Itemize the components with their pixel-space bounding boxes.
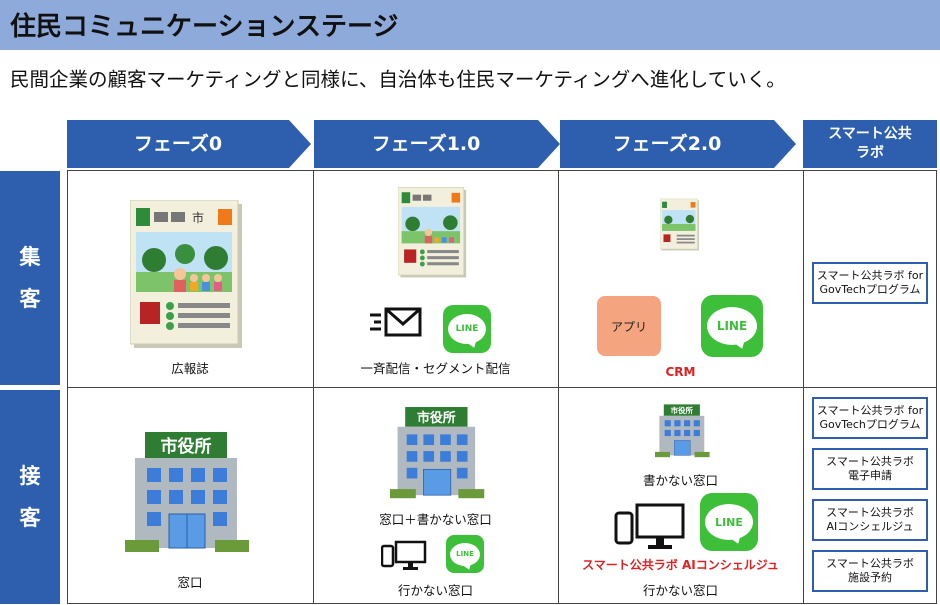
magazine-icon: 市 bbox=[129, 199, 245, 354]
lab-box-line1: スマート公共ラボ bbox=[826, 455, 914, 468]
page-subtitle: 民間企業の顧客マーケティングと同様に、自治体も住民マーケティングへ進化していく。 bbox=[10, 68, 786, 91]
line-app-icon-large-text: LINE bbox=[707, 307, 757, 345]
p0-shukyaku-caption: 広報誌 bbox=[171, 361, 209, 376]
grid-bottom bbox=[67, 603, 937, 604]
p2-sekkyaku-caption1: 書かない窓口 bbox=[642, 473, 718, 488]
phase-2-label: フェーズ2.0 bbox=[612, 133, 722, 155]
lab-box-line2: 電子申請 bbox=[848, 469, 892, 482]
grid-top bbox=[67, 170, 937, 171]
lab-box-govtech-sekkyaku: スマート公共ラボ for GovTechプログラム bbox=[812, 397, 928, 439]
lab-box-line2: 施設予約 bbox=[848, 571, 892, 584]
row-head-shukyaku: 集 客 bbox=[0, 171, 60, 385]
row-head-sekkyaku: 接 客 bbox=[0, 390, 60, 604]
crm-label: CRM bbox=[665, 365, 696, 379]
magazine-tiny-icon bbox=[659, 197, 700, 257]
lab-box-line1: スマート公共ラボ for bbox=[816, 404, 924, 417]
line-app-icon-text: LINE bbox=[448, 314, 486, 344]
magazine-small-icon bbox=[397, 183, 468, 287]
lab-box-line1: スマート公共ラボ for bbox=[816, 269, 924, 282]
lab-box-line2: GovTechプログラム bbox=[819, 283, 921, 296]
page-title: 住民コミュニケーションステージ bbox=[10, 12, 399, 42]
city-hall-medium-icon: 市役所 bbox=[390, 403, 485, 507]
lab-header: スマート公共 ラボ bbox=[803, 120, 937, 168]
city-hall-icon: 市役所 bbox=[125, 430, 250, 559]
grid-col-2 bbox=[558, 170, 559, 604]
line-app-icon-large: LINE bbox=[701, 295, 763, 357]
devices-large-icon bbox=[614, 503, 686, 557]
grid-col-4 bbox=[936, 170, 937, 604]
city-hall-small-icon: 市役所 bbox=[655, 402, 710, 464]
app-icon: アプリ bbox=[597, 296, 661, 356]
phase-1-label: フェーズ1.0 bbox=[371, 133, 481, 155]
line-app-icon-concierge: LINE bbox=[700, 493, 758, 551]
line-app-icon: LINE bbox=[443, 305, 491, 353]
line-app-icon-small-text: LINE bbox=[450, 542, 480, 566]
line-app-icon-concierge-text: LINE bbox=[705, 504, 753, 540]
city-hall-small-sign-text: 市役所 bbox=[671, 405, 694, 415]
city-hall-sign-text: 市役所 bbox=[161, 436, 212, 457]
magazine-city-text: 市 bbox=[192, 210, 204, 225]
lab-box-e-application: スマート公共ラボ 電子申請 bbox=[812, 448, 928, 490]
app-icon-label: アプリ bbox=[610, 319, 647, 334]
grid-col-0 bbox=[67, 170, 68, 604]
phase-0-header: フェーズ0 bbox=[67, 120, 311, 168]
devices-small-icon bbox=[380, 540, 427, 576]
p1-sekkyaku-caption1: 窓口＋書かない窓口 bbox=[379, 512, 492, 527]
grid-col-1 bbox=[313, 170, 314, 604]
row-head-sekkyaku-char1: 接 bbox=[19, 464, 41, 488]
lab-header-line1: スマート公共 bbox=[828, 126, 912, 142]
title-bar: 住民コミュニケーションステージ bbox=[0, 0, 940, 50]
grid-middle bbox=[67, 387, 937, 388]
p1-sekkyaku-caption2: 行かない窓口 bbox=[397, 583, 473, 598]
lab-header-line2: ラボ bbox=[856, 145, 884, 161]
mail-send-icon bbox=[368, 305, 422, 351]
line-app-icon-small: LINE bbox=[446, 535, 484, 573]
phase-2-header: フェーズ2.0 bbox=[560, 120, 796, 168]
row-head-shukyaku-char2: 客 bbox=[19, 287, 41, 311]
p1-shukyaku-caption: 一斉配信・セグメント配信 bbox=[360, 361, 511, 376]
lab-box-ai-concierge: スマート公共ラボ AIコンシェルジュ bbox=[812, 499, 928, 541]
lab-box-govtech-shukyaku: スマート公共ラボ for GovTechプログラム bbox=[812, 262, 928, 304]
lab-box-line2: GovTechプログラム bbox=[819, 418, 921, 431]
row-head-sekkyaku-char2: 客 bbox=[19, 506, 41, 530]
lab-box-line1: スマート公共ラボ bbox=[826, 506, 914, 519]
phase-1-header: フェーズ1.0 bbox=[314, 120, 560, 168]
ai-concierge-label: スマート公共ラボ AIコンシェルジュ bbox=[582, 558, 779, 572]
lab-box-facility-reservation: スマート公共ラボ 施設予約 bbox=[812, 550, 928, 592]
lab-box-line2: AIコンシェルジュ bbox=[826, 520, 914, 533]
lab-box-line1: スマート公共ラボ bbox=[826, 557, 914, 570]
city-hall-medium-sign-text: 市役所 bbox=[417, 410, 456, 426]
p2-sekkyaku-caption2: 行かない窓口 bbox=[642, 583, 718, 598]
p0-sekkyaku-caption: 窓口 bbox=[177, 575, 203, 590]
phase-0-label: フェーズ0 bbox=[133, 133, 223, 155]
grid-col-3 bbox=[803, 170, 804, 604]
row-head-shukyaku-char1: 集 bbox=[19, 245, 41, 269]
